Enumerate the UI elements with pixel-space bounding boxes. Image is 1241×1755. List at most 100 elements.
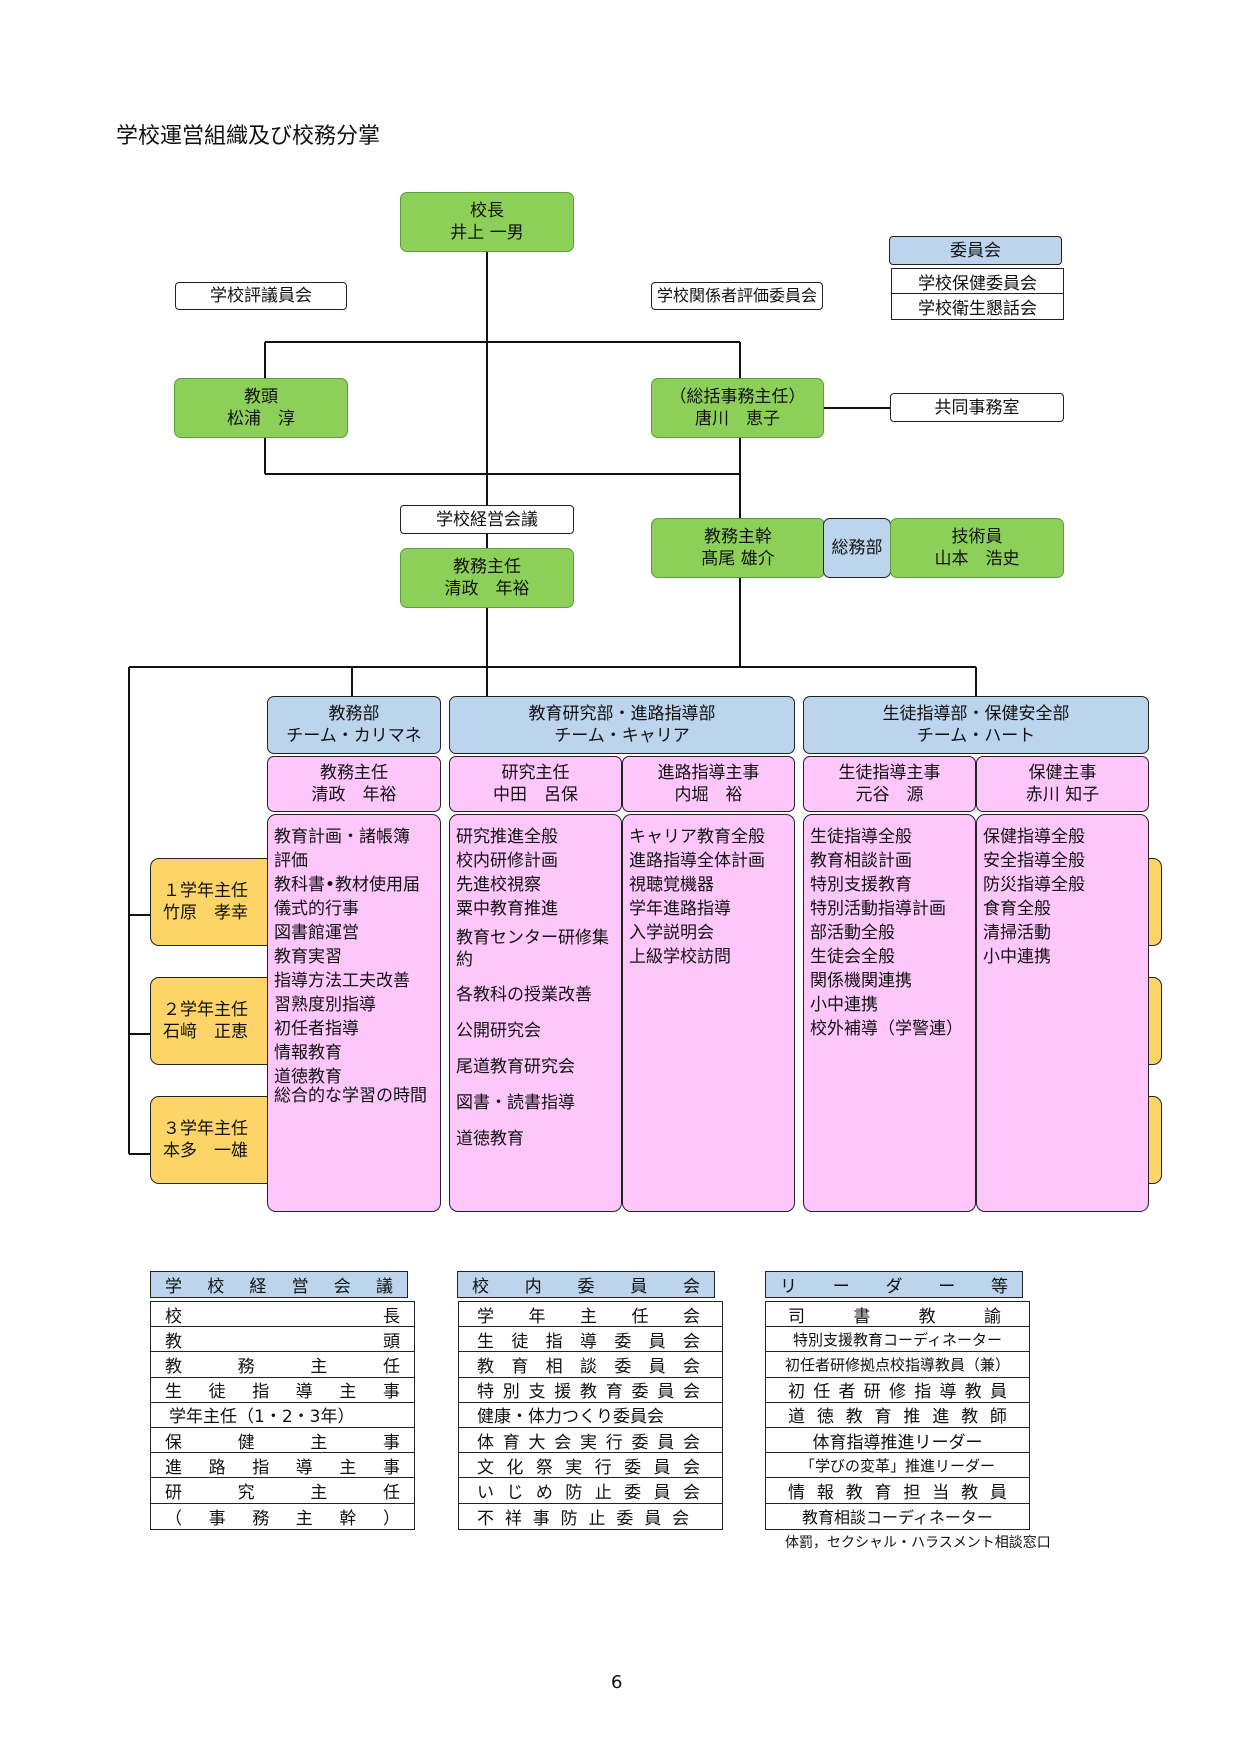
cell-char: 修 — [889, 1382, 906, 1403]
academic-duties: 教育計画・諸帳簿 評価 教科書•教材使用届 儀式的行事 図書館運営 教育実習 指… — [267, 814, 441, 1212]
grade1-box: １学年主任竹原 孝幸 — [150, 858, 280, 946]
principal-name: 井上 一男 — [450, 223, 524, 243]
vice-principal-role: 教頭 — [244, 387, 278, 407]
table-row: いじめ防止委員会 — [459, 1478, 722, 1504]
duty-item: 特別活動指導計画 — [810, 899, 946, 919]
cell-char: 止 — [588, 1508, 606, 1529]
cell-char: 会 — [682, 1457, 700, 1478]
table-row: 生徒指導主事 — [151, 1378, 414, 1403]
cell-char: 会 — [682, 1331, 700, 1352]
header-char: 員 — [630, 1277, 648, 1297]
mgmt-table-header: 学校経営会議 — [150, 1271, 408, 1298]
cell-char: 特 — [477, 1382, 494, 1403]
cell-char: 指 — [252, 1382, 270, 1403]
duty-item: 儀式的行事 — [274, 899, 359, 919]
cell-char: ） — [382, 1508, 400, 1529]
duty-item: 上級学校訪問 — [629, 947, 731, 967]
duty-item: 初任者指導 — [274, 1019, 359, 1039]
cell-char: 員 — [644, 1508, 662, 1529]
head-research: 研究主任中田 呂保 — [449, 756, 622, 812]
cell-char: 書 — [853, 1306, 871, 1327]
cell-char: 師 — [989, 1407, 1007, 1428]
cell-char: 会 — [554, 1432, 572, 1453]
cell-char: 諭 — [983, 1306, 1001, 1327]
cell-char: 指 — [252, 1457, 270, 1478]
table-row: 研究主任 — [151, 1478, 414, 1504]
page-number: 6 — [611, 1672, 623, 1693]
principal-role: 校長 — [470, 201, 504, 221]
cell-char: 主 — [580, 1306, 597, 1327]
cell-char: 主 — [310, 1356, 328, 1377]
cell-char: 担 — [903, 1482, 921, 1503]
duty-item: 評価 — [274, 851, 308, 871]
cell-char: 徒 — [208, 1382, 226, 1403]
cell-char: （ — [165, 1508, 182, 1529]
cell-char: 員 — [648, 1356, 666, 1377]
dept-research-career: 教育研究部・進路指導部 チーム・キャリア — [449, 696, 795, 754]
cell-char: 指 — [914, 1382, 932, 1403]
cell-char: 事 — [382, 1432, 400, 1453]
dept-label: 生徒指導部・保健安全部 — [882, 704, 1070, 724]
duty-item: 各教科の授業改善 — [456, 985, 592, 1005]
cell-char: 主 — [339, 1457, 357, 1478]
cell-char: 任 — [813, 1382, 831, 1403]
cell-text: 「学びの変革」推進リーダー — [799, 1456, 995, 1475]
office-chief-name: 髙尾 雄介 — [701, 549, 775, 569]
cell-char: 長 — [383, 1306, 400, 1327]
table-row: 初任者研修指導教員 — [766, 1378, 1029, 1403]
cell-char: 相 — [545, 1356, 563, 1377]
committee-header: 委員会 — [889, 236, 1062, 265]
grade-name: 石﨑 正恵 — [163, 1022, 248, 1042]
duty-item: 総合的な学習の時間 — [274, 1086, 427, 1106]
cell-char: 者 — [838, 1382, 856, 1403]
cell-char: 実 — [565, 1457, 583, 1478]
cell-char: 防 — [560, 1508, 578, 1529]
cell-char: 員 — [657, 1382, 675, 1403]
header-char: 等 — [991, 1277, 1008, 1297]
leaders-table: 司書教諭 特別支援教育コーディネーター 初任者研修拠点校指導教員（兼） 初任者研… — [765, 1301, 1030, 1530]
duty-item: 関係機関連携 — [810, 971, 912, 991]
duty-item: 部活動全般 — [810, 923, 895, 943]
grade-name: 本多 一雄 — [163, 1141, 248, 1161]
cell-char: 会 — [672, 1508, 690, 1529]
cell-char: 大 — [528, 1432, 546, 1453]
header-char: リ — [780, 1277, 797, 1297]
header-char: 校 — [472, 1277, 489, 1297]
table-row: 健康・体力つくり委員会 — [459, 1403, 722, 1428]
cell-char: 教 — [964, 1382, 982, 1403]
cell-char: 育 — [874, 1407, 892, 1428]
cell-char: 談 — [579, 1356, 597, 1377]
table-row: 不祥事防止委員会 — [459, 1504, 722, 1529]
duty-item: 粟中教育推進 — [456, 899, 558, 919]
cell-char: 行 — [605, 1432, 623, 1453]
cell-char: 育 — [502, 1432, 520, 1453]
cell-char: 教 — [918, 1306, 936, 1327]
admin-chief-box: （総括事務主任） 唐川 恵子 — [651, 378, 824, 438]
academic-chief-box: 教務主任 清政 年裕 — [400, 548, 574, 608]
cell-char: 報 — [816, 1482, 834, 1503]
duty-item: 生徒会全般 — [810, 947, 895, 967]
cell-char: 教 — [845, 1407, 863, 1428]
duty-item: 校内研修計画 — [456, 851, 558, 871]
duty-item: 研究推進全般 — [456, 827, 558, 847]
duty-item: 情報教育 — [274, 1043, 342, 1063]
cell-char: 事 — [382, 1382, 400, 1403]
cell-char: 司 — [788, 1306, 805, 1327]
admin-chief-role: （総括事務主任） — [669, 387, 806, 407]
head-guidance: 生徒指導主事元谷 源 — [803, 756, 976, 812]
cell-char: 初 — [788, 1382, 805, 1403]
cell-text: 初任者研修拠点校指導教員（兼） — [784, 1355, 1010, 1374]
cell-char: 会 — [682, 1482, 700, 1503]
cell-text: 教育相談コーディネーター — [802, 1508, 993, 1528]
dept-label: 教育研究部・進路指導部 — [528, 704, 716, 724]
cell-char: 支 — [528, 1382, 546, 1403]
header-char: ダ — [885, 1277, 903, 1297]
joint-office-box: 共同事務室 — [890, 393, 1064, 422]
cell-char: 育 — [511, 1356, 529, 1377]
cell-char: 生 — [477, 1331, 494, 1352]
grade-name: 竹原 孝幸 — [163, 903, 248, 923]
committee-header-label: 委員会 — [950, 240, 1001, 261]
duty-item: 先進校視察 — [456, 875, 541, 895]
mgmt-table: 校長 教頭 教務主任 生徒指導主事 学年主任（1・2・3年） 保健主事 進路指導… — [150, 1301, 415, 1530]
duty-item: 習熟度別指導 — [274, 995, 376, 1015]
